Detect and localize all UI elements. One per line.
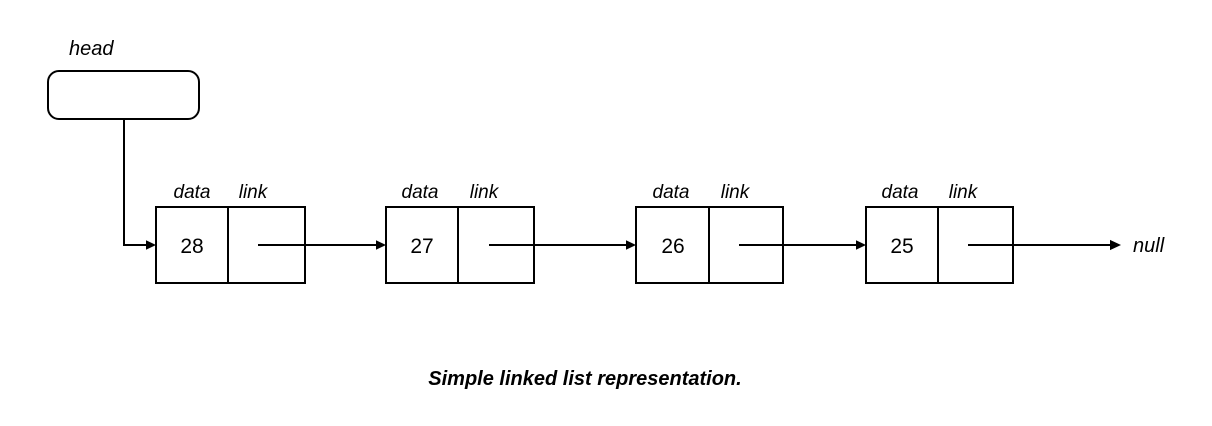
node-value-4: 25 xyxy=(890,235,913,258)
head-pointer-arrowhead xyxy=(146,240,156,250)
link-label-2: link xyxy=(470,182,500,203)
null-label: null xyxy=(1133,235,1165,257)
node-value-1: 28 xyxy=(180,235,203,258)
link-label-4: link xyxy=(949,182,979,203)
head-label: head xyxy=(69,38,114,60)
link-label-3: link xyxy=(721,182,751,203)
node-value-2: 27 xyxy=(410,235,433,258)
link-arrowhead-2 xyxy=(626,240,636,250)
link-arrowhead-4 xyxy=(1110,239,1121,251)
node-value-3: 26 xyxy=(661,235,684,258)
data-label-2: data xyxy=(402,182,439,203)
diagram-caption: Simple linked list representation. xyxy=(428,368,741,390)
head-box xyxy=(47,70,200,120)
link-label-1: link xyxy=(239,182,269,203)
head-pointer-line xyxy=(123,119,150,246)
data-label-4: data xyxy=(882,182,919,203)
data-label-3: data xyxy=(653,182,690,203)
data-label-1: data xyxy=(174,182,211,203)
link-arrowhead-1 xyxy=(376,240,386,250)
link-arrowhead-3 xyxy=(856,240,866,250)
